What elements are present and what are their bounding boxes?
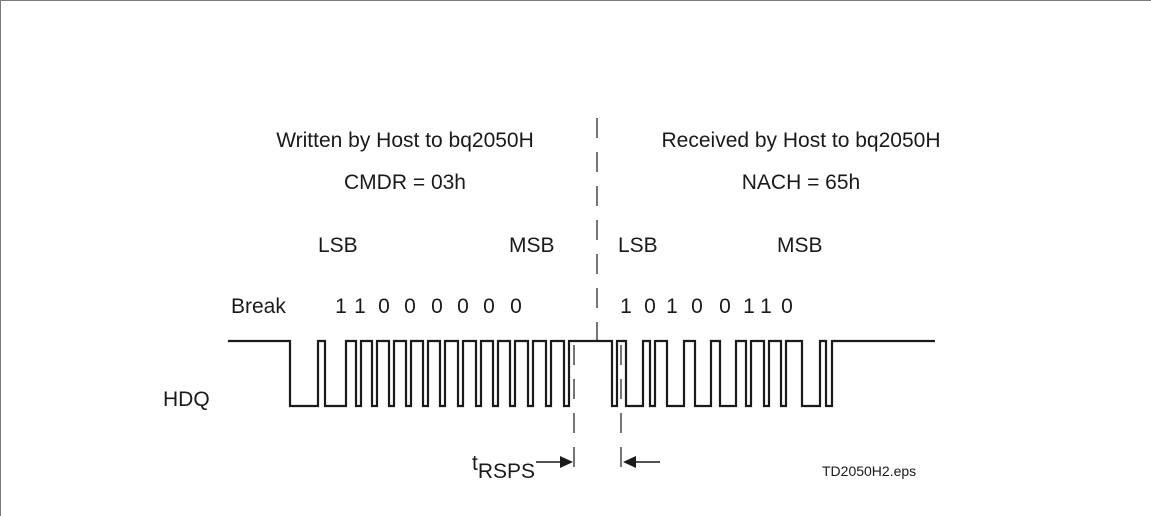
right-bit-8: 0: [781, 295, 793, 318]
right-bit-7: 1: [760, 295, 772, 318]
left-bit-1: 1: [335, 295, 347, 318]
left-header-line1: Written by Host to bq2050H: [276, 129, 534, 152]
break-label: Break: [231, 295, 286, 318]
right-header-line2: NACH = 65h: [742, 171, 860, 194]
left-bit-6: 0: [457, 295, 469, 318]
left-header-line2: CMDR = 03h: [344, 171, 466, 194]
right-bit-6: 1: [743, 295, 755, 318]
arrow-right-icon: [536, 456, 573, 468]
left-bit-4: 0: [404, 295, 416, 318]
left-bit-2: 1: [354, 295, 366, 318]
left-bit-8: 0: [510, 295, 522, 318]
left-lsb-label: LSB: [318, 234, 358, 257]
right-bit-2: 0: [644, 295, 656, 318]
right-header-line1: Received by Host to bq2050H: [662, 129, 941, 152]
hdq-signal-label: HDQ: [163, 388, 210, 411]
right-bit-3: 1: [666, 295, 678, 318]
right-bit-4: 0: [691, 295, 703, 318]
file-label: TD2050H2.eps: [822, 463, 916, 479]
right-bit-5: 0: [719, 295, 731, 318]
timing-label: tRSPS: [472, 452, 535, 483]
left-bit-5: 0: [431, 295, 443, 318]
left-bit-3: 0: [378, 295, 390, 318]
left-msb-label: MSB: [509, 234, 555, 257]
right-bit-1: 1: [620, 295, 632, 318]
right-msb-label: MSB: [777, 234, 823, 257]
hdq-waveform: [228, 339, 935, 408]
arrow-left-icon: [623, 456, 660, 468]
left-bit-7: 0: [483, 295, 495, 318]
right-lsb-label: LSB: [618, 234, 658, 257]
